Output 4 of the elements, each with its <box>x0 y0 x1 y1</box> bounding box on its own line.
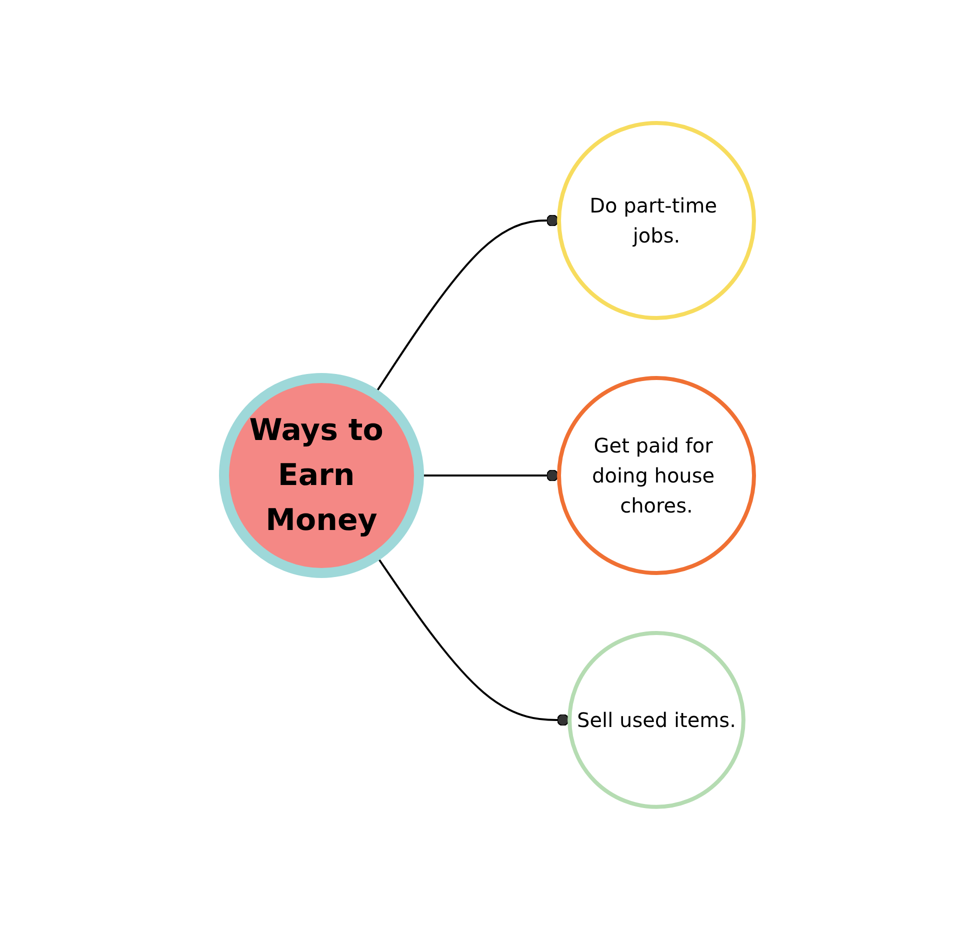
node-circle <box>568 631 746 809</box>
node-circle <box>557 121 756 320</box>
node-circle <box>557 376 756 576</box>
node-circle <box>219 373 424 578</box>
